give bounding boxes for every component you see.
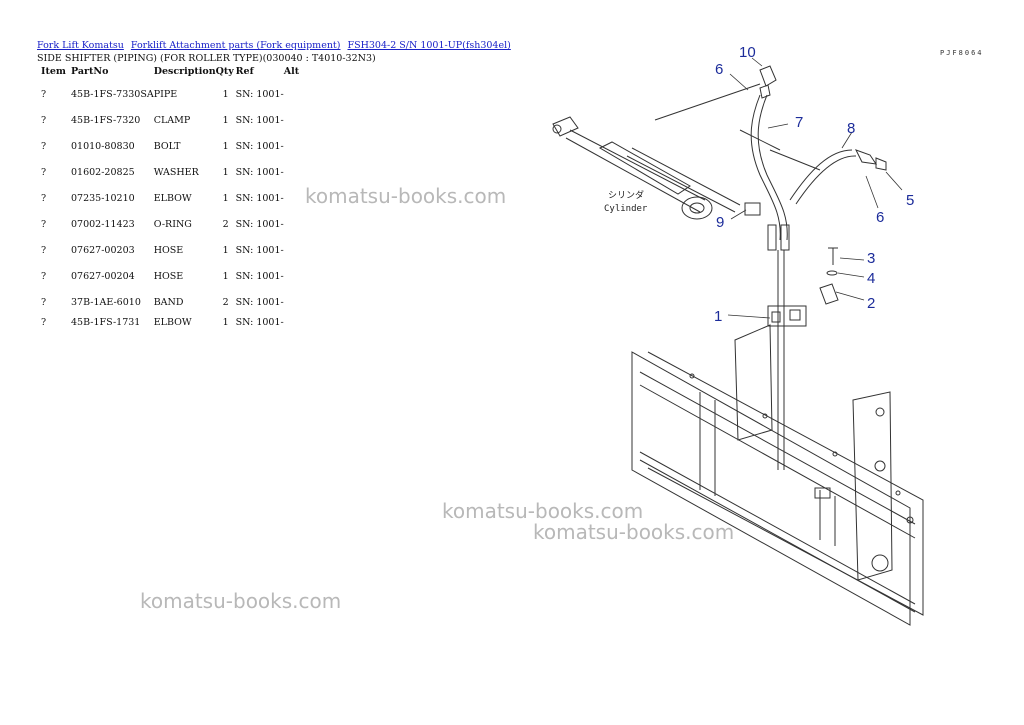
cell-item: ?: [41, 115, 47, 126]
header-partno: PartNo: [71, 66, 109, 77]
header-qty: Qty: [215, 66, 234, 77]
header-ref: Ref: [235, 66, 254, 77]
cell-description: CLAMP: [153, 115, 191, 126]
cell-ref: SN: 1001-: [235, 141, 284, 152]
cell-partno: 07627-00203: [71, 245, 135, 256]
cell-description: BAND: [153, 297, 184, 308]
cell-qty: 1: [222, 167, 229, 178]
cell-partno: 01602-20825: [71, 167, 135, 178]
callout-10: 10: [739, 44, 756, 61]
cell-partno: 01010-80830: [71, 141, 135, 152]
watermark-text: komatsu-books.com: [442, 499, 644, 523]
breadcrumb-link-model[interactable]: FSH304-2 S/N 1001-UP(fsh304el): [347, 40, 511, 51]
page-reference: PJF8064: [940, 49, 984, 57]
cell-ref: SN: 1001-: [235, 115, 284, 126]
callout-7: 7: [795, 114, 803, 131]
callout-6a: 6: [715, 61, 723, 78]
cell-description: BOLT: [153, 141, 181, 152]
callout-2: 2: [867, 295, 875, 312]
header-item: Item: [41, 66, 66, 77]
callout-9: 9: [716, 214, 724, 231]
leader-lines: [727, 57, 903, 319]
cell-ref: SN: 1001-: [235, 193, 284, 204]
hose-lines: [739, 65, 887, 251]
cell-qty: 1: [222, 317, 229, 328]
watermark-text: komatsu-books.com: [140, 589, 342, 613]
cylinder-drawing: [552, 83, 761, 220]
table-header-row: Item PartNo Description Qty Ref Alt: [37, 66, 314, 89]
cell-partno: 07002-11423: [71, 219, 135, 230]
cell-qty: 1: [222, 115, 229, 126]
callout-3: 3: [867, 250, 875, 267]
table-row: ? 01010-80830 BOLT 1 SN: 1001-: [37, 141, 314, 167]
table-row: ? 01602-20825 WASHER 1 SN: 1001-: [37, 167, 314, 193]
table-row: ? 07235-10210 ELBOW 1 SN: 1001-: [37, 193, 314, 219]
cell-item: ?: [41, 271, 47, 282]
cell-qty: 1: [222, 245, 229, 256]
breadcrumb-link-brand[interactable]: Fork Lift Komatsu: [37, 40, 124, 51]
cell-item: ?: [41, 317, 47, 328]
callout-numbers: 10 6 7 8 5 6 9 3 4 2 1: [714, 44, 914, 325]
callout-6b: 6: [876, 209, 884, 226]
cell-qty: 2: [222, 219, 229, 230]
page-title: SIDE SHIFTER (PIPING) (FOR ROLLER TYPE)(…: [37, 53, 376, 64]
callout-4: 4: [867, 270, 875, 287]
cell-qty: 1: [222, 193, 229, 204]
cell-ref: SN: 1001-: [235, 271, 284, 282]
cell-qty: 1: [222, 141, 229, 152]
cell-qty: 1: [222, 89, 229, 100]
header-description: Description: [153, 66, 216, 77]
cell-partno: 07627-00204: [71, 271, 135, 282]
table-row: ? 45B-1FS-7320 CLAMP 1 SN: 1001-: [37, 115, 314, 141]
cell-partno: 45B-1FS-7320: [71, 115, 141, 126]
cylinder-label-en: Cylinder: [604, 204, 648, 214]
cell-ref: SN: 1001-: [235, 245, 284, 256]
cell-ref: SN: 1001-: [235, 219, 284, 230]
cell-ref: SN: 1001-: [235, 89, 284, 100]
header-alt: Alt: [283, 66, 300, 77]
table-row: ? 45B-1FS-1731 ELBOW 1 SN: 1001-: [37, 317, 314, 337]
pipe-line: [777, 250, 785, 470]
cylinder-label-jp: シリンダ: [608, 189, 644, 201]
cell-ref: SN: 1001-: [235, 167, 284, 178]
frame-drawing: [631, 324, 924, 626]
cell-ref: SN: 1001-: [235, 317, 284, 328]
table-row: ? 37B-1AE-6010 BAND 2 SN: 1001-: [37, 297, 314, 317]
cell-item: ?: [41, 219, 47, 230]
cell-description: HOSE: [153, 245, 184, 256]
breadcrumb-link-category[interactable]: Forklift Attachment parts (Fork equipmen…: [130, 40, 341, 51]
cell-partno: 45B-1FS-1731: [71, 317, 141, 328]
cell-ref: SN: 1001-: [235, 297, 284, 308]
cell-description: ELBOW: [153, 317, 192, 328]
clamp-assembly: [767, 247, 839, 327]
watermark-text: komatsu-books.com: [533, 520, 735, 544]
cell-description: HOSE: [153, 271, 184, 282]
callout-5: 5: [906, 192, 914, 209]
breadcrumb: Fork Lift Komatsu Forklift Attachment pa…: [37, 40, 515, 51]
cell-partno: 45B-1FS-7330SA: [71, 89, 154, 100]
cell-item: ?: [41, 89, 47, 100]
cell-item: ?: [41, 245, 47, 256]
cell-item: ?: [41, 297, 47, 308]
table-row: ? 07002-11423 O-RING 2 SN: 1001-: [37, 219, 314, 245]
cell-description: O-RING: [153, 219, 192, 230]
cell-item: ?: [41, 141, 47, 152]
parts-table: Item PartNo Description Qty Ref Alt ? 45B…: [37, 66, 314, 337]
callout-8: 8: [847, 120, 855, 137]
cell-qty: 1: [222, 271, 229, 282]
callout-1: 1: [714, 308, 722, 325]
cell-partno: 07235-10210: [71, 193, 135, 204]
table-row: ? 07627-00203 HOSE 1 SN: 1001-: [37, 245, 314, 271]
cell-description: ELBOW: [153, 193, 192, 204]
watermark-text: komatsu-books.com: [305, 184, 507, 208]
cell-description: PIPE: [153, 89, 178, 100]
cell-partno: 37B-1AE-6010: [71, 297, 141, 308]
cell-item: ?: [41, 193, 47, 204]
cell-description: WASHER: [153, 167, 199, 178]
cell-item: ?: [41, 167, 47, 178]
table-row: ? 07627-00204 HOSE 1 SN: 1001-: [37, 271, 314, 297]
cell-qty: 2: [222, 297, 229, 308]
